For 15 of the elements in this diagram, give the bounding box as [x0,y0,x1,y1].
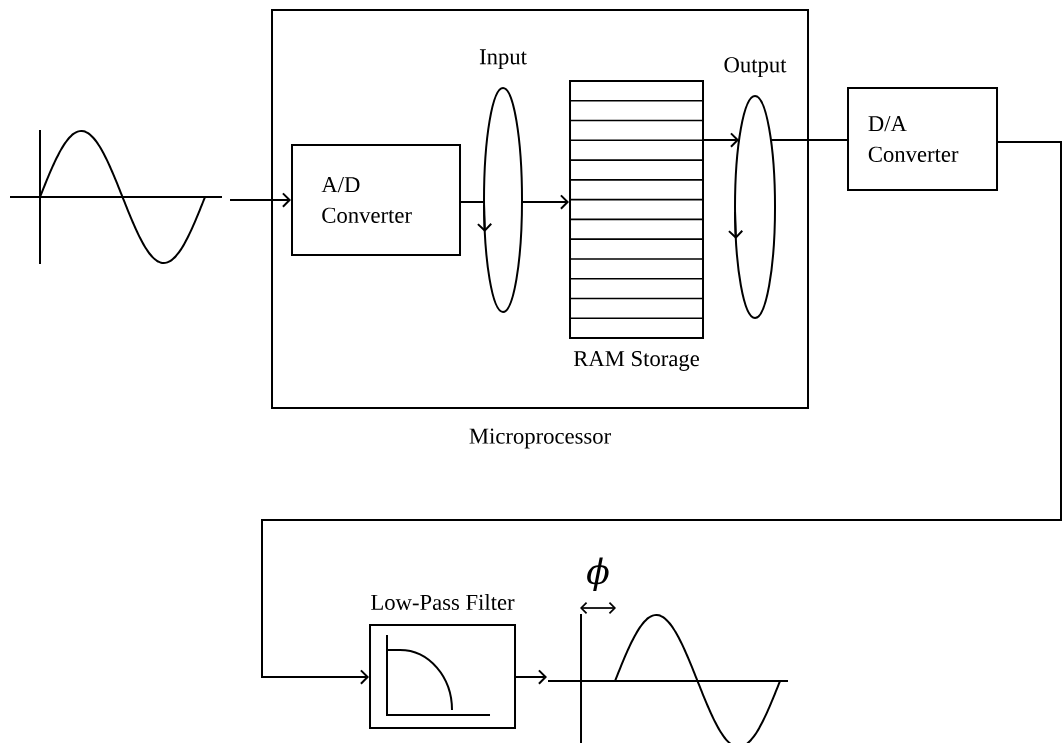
converter-box: A/D Converter [291,144,461,256]
sine-wave-drawing [9,129,223,265]
filter-label: Low-Pass Filter [371,594,515,610]
converter-box: D/A Converter [847,87,998,191]
arrow [521,194,569,210]
phase-label: ϕ [587,557,609,591]
arrow [515,669,547,685]
sine-wave-drawing [547,613,789,743]
arrow [703,132,740,148]
ellipse-label: Output [724,57,787,77]
arrow [229,192,291,208]
node-label: Microprocessor [469,428,611,449]
arrow [261,141,1062,685]
ellipse-label: Input [479,49,527,69]
memory-label: RAM Storage [573,351,699,371]
